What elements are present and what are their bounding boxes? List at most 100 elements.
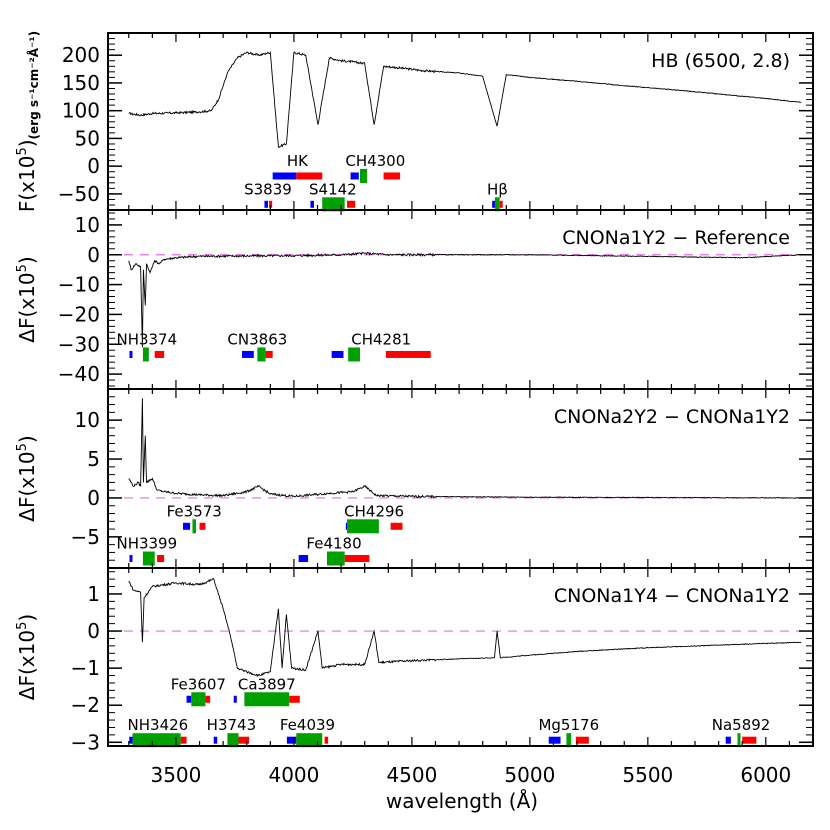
blue-continuum-bar	[548, 736, 561, 744]
band-label: Fe4180	[306, 535, 361, 553]
red-continuum-bar	[385, 350, 431, 358]
y-axis-label: ΔF(x105)	[15, 435, 39, 521]
band-label: NH3374	[116, 330, 177, 348]
y-tick-label: 0	[87, 154, 100, 178]
feature-bandpass-bar	[257, 347, 266, 362]
feature-bandpass-bar	[326, 551, 345, 566]
feature-bandpass-bar	[494, 197, 500, 212]
red-continuum-bar	[383, 172, 401, 180]
feature-bandpass-bar	[227, 733, 239, 748]
feature-bandpass-bar	[142, 347, 149, 362]
y-tick-label: −10	[58, 273, 100, 297]
y-axis-label: ΔF(x105)	[15, 614, 39, 700]
feature-bandpass-bar	[296, 733, 323, 748]
y-tick-label: 5	[87, 447, 100, 471]
blue-continuum-bar	[350, 172, 359, 180]
band-label: HK	[287, 152, 309, 170]
spectrum-line	[128, 251, 802, 348]
blue-continuum-bar	[242, 350, 254, 358]
feature-bandpass-bar	[359, 168, 368, 183]
spectrum-line	[128, 50, 802, 149]
panel-title: CNONa2Y2 − CNONa1Y2	[554, 406, 790, 428]
index-band-fe4180: Fe4180	[298, 535, 370, 566]
red-continuum-bar	[265, 350, 273, 358]
y-tick-label: 0	[87, 486, 100, 510]
y-axis-label: F(x105)(erg s⁻¹cm⁻²Å⁻¹)	[15, 31, 41, 212]
blue-continuum-bar	[272, 172, 297, 180]
blue-continuum-bar	[331, 350, 344, 358]
band-label: NH3426	[128, 716, 189, 734]
index-band-s3839: S3839	[244, 180, 292, 208]
band-label: Mg5176	[538, 716, 599, 734]
index-band-na5892: Na5892	[712, 716, 770, 748]
y-tick-label: 150	[62, 71, 100, 95]
index-band-hk: HK	[272, 152, 323, 180]
red-continuum-bar	[154, 350, 165, 358]
blue-continuum-bar	[264, 200, 268, 208]
y-tick-label: 200	[62, 43, 100, 67]
index-band-s4142: S4142	[309, 180, 357, 212]
feature-bandpass-bar	[142, 551, 155, 566]
feature-bandpass-bar	[192, 519, 197, 534]
band-label: Hβ	[487, 180, 508, 198]
index-band-cn3863: CN3863	[227, 330, 287, 362]
index-band-nh3426: NH3426	[128, 716, 189, 748]
band-label: Fe4039	[280, 716, 335, 734]
panel-title: HB (6500, 2.8)	[651, 50, 790, 72]
y-tick-label: 10	[75, 408, 100, 432]
y-axis: 100−10−20−30−40	[58, 212, 813, 387]
index-band-fe3607: Fe3607	[171, 675, 226, 707]
feature-bandpass-bar	[348, 347, 360, 362]
spectrum-line	[128, 398, 802, 499]
y-tick-label: 50	[75, 126, 100, 150]
red-continuum-bar	[296, 172, 323, 180]
index-band-h3743: H3743	[207, 716, 256, 748]
red-continuum-bar	[390, 522, 403, 530]
feature-bandpass-bar	[737, 733, 741, 748]
y-tick-label: 1	[87, 582, 100, 606]
blue-continuum-bar	[492, 200, 496, 208]
y-tick-label: 0	[87, 243, 100, 267]
red-continuum-bar	[344, 555, 370, 563]
x-tick-label: 5500	[622, 763, 673, 787]
y-axis-label: ΔF(x105)	[15, 256, 39, 342]
band-label: CH4296	[344, 502, 404, 520]
blue-continuum-bar	[129, 350, 133, 358]
band-label: NH3399	[116, 535, 177, 553]
red-continuum-bar	[324, 736, 329, 744]
y-tick-label: −40	[58, 362, 100, 386]
index-band-ch4296: CH4296	[344, 502, 404, 534]
band-label: Fe3573	[167, 502, 222, 520]
y-tick-label: −30	[58, 332, 100, 356]
band-label: CH4300	[345, 152, 405, 170]
y-tick-label: 0	[87, 619, 100, 643]
y-tick-label: −3	[71, 730, 100, 754]
red-continuum-bar	[238, 736, 250, 744]
feature-bandpass-bar	[347, 519, 379, 534]
red-continuum-bar	[575, 736, 589, 744]
y-axis: 10−1−2−3	[71, 571, 813, 754]
feature-bandpass-bar	[244, 692, 290, 707]
index-band-mg5176: Mg5176	[538, 716, 599, 748]
band-label: S3839	[244, 180, 292, 198]
band-label: CN3863	[227, 330, 287, 348]
blue-continuum-bar	[310, 200, 314, 208]
index-band-fe4039: Fe4039	[280, 716, 335, 748]
feature-bandpass-bar	[191, 692, 206, 707]
x-tick-label: 4000	[268, 763, 319, 787]
blue-continuum-bar	[186, 695, 192, 703]
red-continuum-bar	[347, 200, 356, 208]
band-label: Fe3607	[171, 675, 226, 693]
band-label: CH4281	[351, 330, 411, 348]
y-tick-label: −20	[58, 302, 100, 326]
red-continuum-bar	[205, 695, 211, 703]
x-tick-label: 5000	[504, 763, 555, 787]
spectrum-line	[128, 577, 802, 678]
